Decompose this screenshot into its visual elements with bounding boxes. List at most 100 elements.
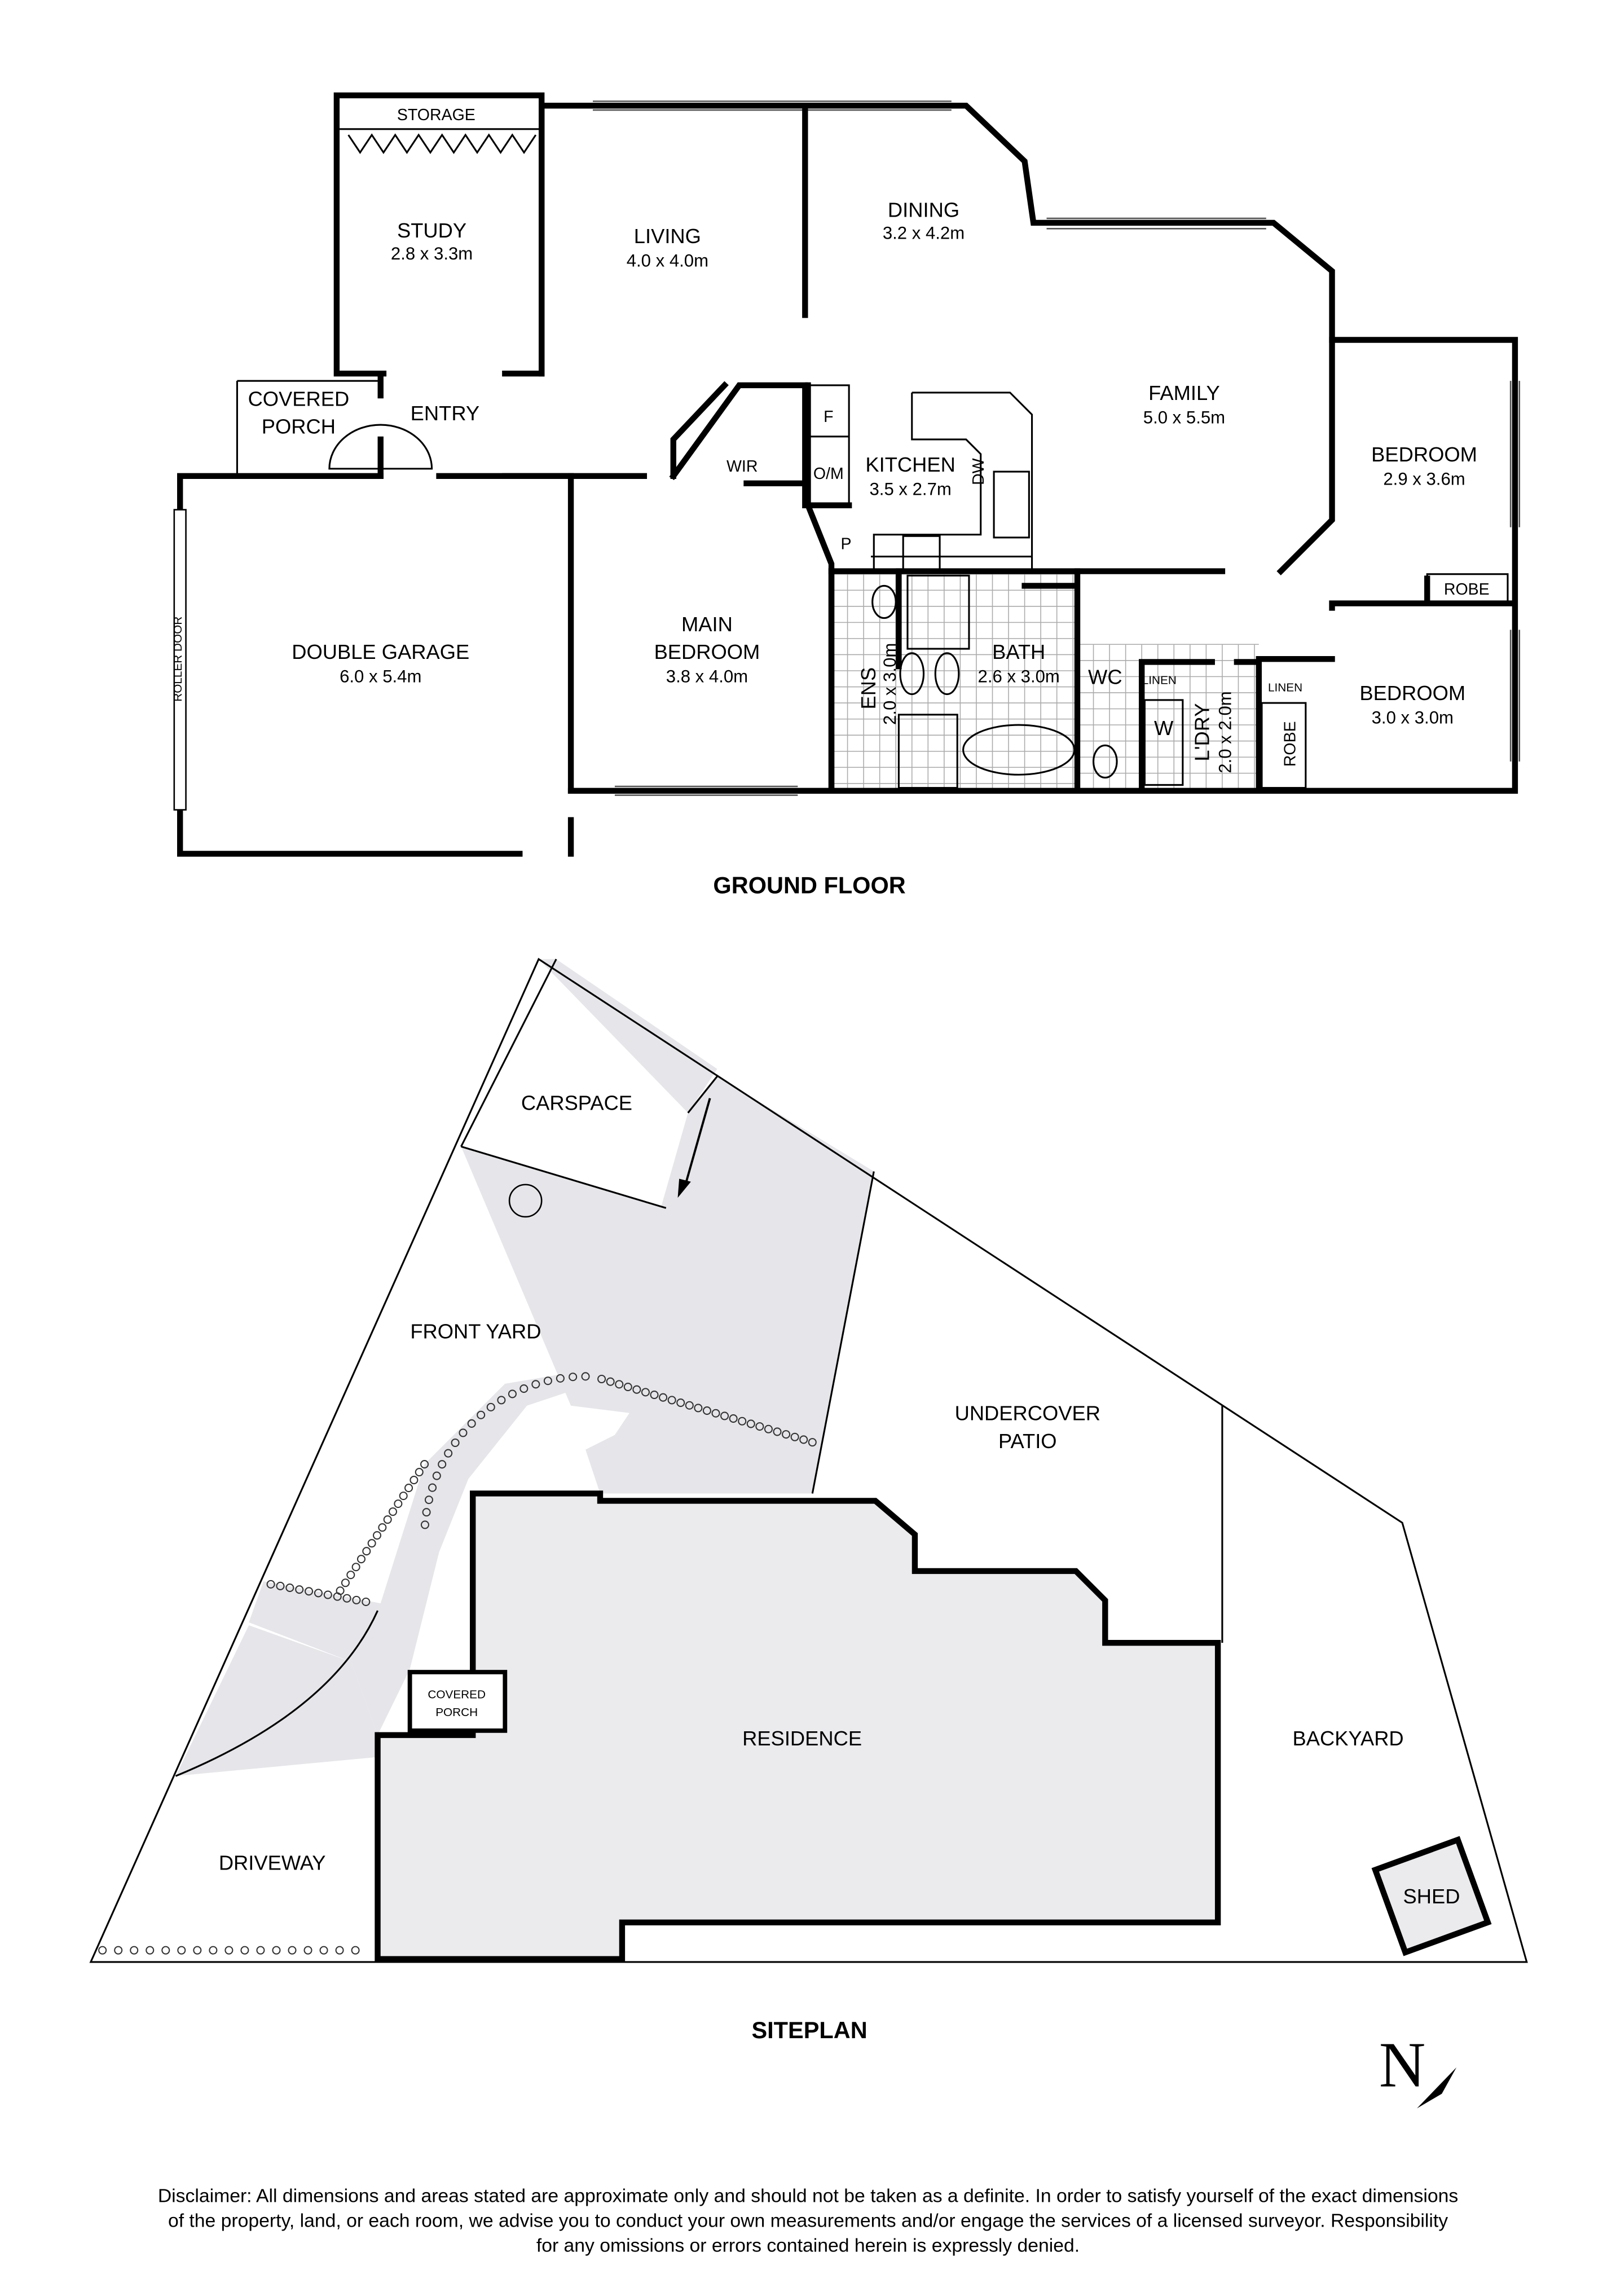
sink[interactable] [993, 470, 1030, 539]
hedge-dot [351, 1563, 360, 1572]
siteplan-title: SITEPLAN [751, 2017, 867, 2043]
disclaimer-line-1: Disclaimer: All dimensions and areas sta… [158, 2185, 1458, 2206]
hedge-dot [808, 1438, 817, 1447]
front-yard-area [249, 1076, 874, 1735]
backyard-label: BACKYARD [1293, 1727, 1404, 1750]
family-size: 5.0 x 5.5m [1143, 407, 1225, 427]
hedge-dot [569, 1373, 578, 1382]
front-yard-label: FRONT YARD [410, 1319, 541, 1343]
residence-outline[interactable] [375, 1490, 1221, 1962]
entry-label: ENTRY [411, 402, 479, 425]
carspace-label: CARSPACE [521, 1092, 632, 1115]
washer[interactable] [1143, 699, 1184, 786]
hedge-dot [256, 1946, 265, 1955]
hedge-dot [764, 1424, 773, 1433]
siteplan: SHED CARSPACE FRONT YARD UNDERCOVER PATI… [89, 957, 1528, 2109]
hedge-dot [399, 1492, 408, 1501]
hedge-dot [420, 1460, 429, 1469]
hedge-dot [352, 1595, 361, 1604]
study-size: 2.8 x 3.3m [391, 244, 473, 263]
hedge-dot [240, 1946, 249, 1955]
hedge-dot [367, 1539, 376, 1548]
living-side-wall [502, 103, 545, 377]
hedge-dot [394, 1499, 403, 1508]
hedge-dot [224, 1946, 234, 1955]
hedge-dot [755, 1422, 764, 1431]
roller-door[interactable] [173, 509, 187, 811]
vanity-basin-2[interactable] [934, 652, 960, 696]
hedge-dot [383, 1515, 392, 1524]
hedge-dot [720, 1411, 729, 1420]
hedge-dot [288, 1946, 297, 1955]
hedge-dot [444, 1449, 453, 1458]
side-path-area [175, 1625, 378, 1776]
hedge-dot [356, 1555, 366, 1564]
hedge-dot [659, 1393, 668, 1402]
hedge-dot [193, 1946, 202, 1955]
north-arrow: N [1379, 2029, 1457, 2109]
residence-label: RESIDENCE [742, 1727, 862, 1750]
hedge-dot [346, 1571, 355, 1580]
toilet-wc[interactable] [1092, 744, 1118, 778]
hedge-dot [799, 1435, 808, 1444]
hedge-dot [323, 1590, 332, 1599]
bedroom-3-size: 3.0 x 3.0m [1372, 707, 1454, 727]
bedroom-3-label: BEDROOM [1359, 681, 1465, 705]
bedroom-east-walls [1256, 337, 1518, 794]
shed-label: SHED [1403, 1885, 1460, 1908]
ground-floor-title: GROUND FLOOR [713, 872, 905, 898]
driveway-label: DRIVEWAY [219, 1851, 326, 1874]
hedge-dot [556, 1374, 565, 1383]
double-garage-label: DOUBLE GARAGE [292, 640, 469, 663]
disclaimer-line-2: of the property, land, or each room, we … [168, 2210, 1448, 2232]
hedge-dot [415, 1468, 424, 1477]
hedge-dot [372, 1531, 382, 1540]
robe-2 [1261, 702, 1307, 789]
ensuite-label: ENS [857, 667, 880, 710]
hedge-dot [177, 1946, 186, 1955]
kitchen-cabinets[interactable] [808, 384, 1033, 571]
hedge-dot [351, 1946, 360, 1955]
main-bedroom-size: 3.8 x 4.0m [666, 667, 748, 687]
entry-walls [377, 370, 574, 480]
main-bedroom-window [614, 785, 798, 796]
hedge-dot [362, 1597, 371, 1607]
hedge-dot [362, 1547, 371, 1556]
living-label: LIVING [634, 225, 701, 248]
shower-bath[interactable] [906, 574, 970, 650]
shower-ensuite[interactable] [897, 714, 958, 789]
bedroom-2-size: 2.9 x 3.6m [1383, 469, 1465, 489]
hedge-dot [782, 1430, 791, 1439]
storage-label: STORAGE [397, 106, 475, 124]
robe-1-label: ROBE [1444, 580, 1490, 599]
hedge-dot [667, 1396, 676, 1405]
bath-label: BATH [992, 640, 1045, 663]
hedge-dot [209, 1946, 218, 1955]
hedge-dot [305, 1587, 314, 1596]
hedge-dot [543, 1376, 552, 1385]
hedge-dot [378, 1523, 387, 1532]
hedge-dot [295, 1585, 304, 1594]
north-strip [539, 959, 717, 1113]
hedge-dot [146, 1946, 155, 1955]
bathtub[interactable] [962, 724, 1076, 776]
double-garage-size: 6.0 x 5.4m [340, 667, 421, 687]
roller-door-label: ROLLER DOOR [171, 617, 184, 702]
linen-2-label: LINEN [1268, 681, 1302, 694]
hedge-dot [623, 1382, 632, 1392]
site-covered-porch-label-2: PORCH [435, 1706, 478, 1719]
toilet-ensuite[interactable] [871, 584, 897, 619]
robe-1 [1426, 573, 1509, 605]
shed[interactable]: SHED [1371, 1836, 1492, 1956]
kitchen-size: 3.5 x 2.7m [869, 480, 951, 499]
east-windows [1509, 381, 1521, 762]
site-covered-porch [407, 1670, 508, 1733]
vanity-basin-1[interactable] [899, 652, 925, 696]
hedge-dots [98, 1372, 817, 1955]
hedge-dot [319, 1946, 328, 1955]
hedge-dot [451, 1438, 460, 1448]
north-wall [539, 103, 1335, 343]
covered-porch-label-1: COVERED [248, 387, 350, 410]
hedge-dot [711, 1409, 720, 1418]
